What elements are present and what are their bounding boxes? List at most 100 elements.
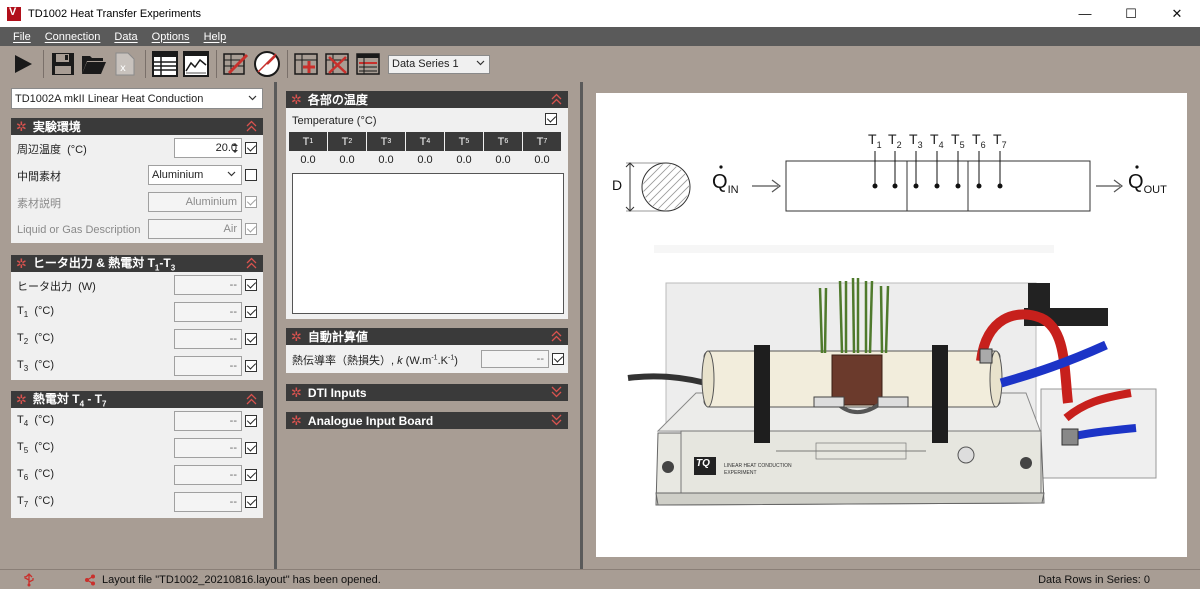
collapse-chevron-icon[interactable] — [551, 330, 562, 342]
t4-value: -- — [174, 411, 242, 431]
folder-open-icon — [82, 56, 106, 74]
intermediate-material-select[interactable]: Aluminium — [148, 165, 242, 185]
gear-icon: ✲ — [16, 256, 27, 271]
toolbar-separator — [287, 50, 288, 78]
temperature-checkbox[interactable] — [545, 113, 557, 125]
menu-help[interactable]: Help — [203, 30, 227, 43]
expand-chevron-icon[interactable] — [551, 414, 562, 426]
temperature-plot-area[interactable] — [292, 173, 564, 314]
thermocouple-panel-title: 熱電対 T4 - T7 — [32, 392, 107, 409]
data-series-select[interactable]: Data Series 1 — [388, 54, 490, 74]
heater-panel-header[interactable]: ✲ ヒータ出力 & 熱電対 T1-T3 — [11, 255, 263, 273]
delete-row-button[interactable] — [323, 49, 353, 79]
chevron-down-icon — [248, 95, 257, 100]
heater-power-checkbox[interactable] — [245, 279, 257, 291]
experiment-select[interactable]: TD1002A mkII Linear Heat Conduction — [11, 88, 263, 109]
ambient-temp-checkbox[interactable] — [245, 142, 257, 154]
heater-power-value: -- — [174, 275, 242, 295]
maximize-button[interactable]: ☐ — [1125, 5, 1137, 21]
schematic-diagram — [625, 151, 1157, 506]
plate-caption-1: LINEAR HEAT CONDUCTION — [724, 463, 792, 469]
dti-inputs-panel: ✲ DTI Inputs — [286, 384, 568, 401]
dti-inputs-panel-title: DTI Inputs — [307, 385, 367, 400]
table-view-button[interactable] — [150, 49, 180, 79]
sample-timer-button[interactable] — [252, 49, 282, 79]
status-message: Layout file "TD1002_20210816.layout" has… — [102, 573, 381, 586]
collapse-chevron-icon[interactable] — [551, 93, 562, 105]
usb-icon — [24, 572, 34, 586]
temperatures-panel-title: 各部の温度 — [307, 93, 368, 107]
toolbar-separator — [145, 50, 146, 78]
environment-panel-header[interactable]: ✲ 実験環境 — [11, 118, 263, 135]
toolbar-separator — [216, 50, 217, 78]
gear-icon: ✲ — [291, 385, 302, 400]
temperatures-panel-header[interactable]: ✲ 各部の温度 — [286, 91, 568, 108]
minimize-button[interactable]: — — [1078, 6, 1092, 21]
thermocouple-panel: ✲ 熱電対 T4 - T7 T4 (°C) -- T5 (°C) -- T6 (… — [11, 391, 263, 518]
series-button[interactable] — [354, 49, 384, 79]
t7-value: -- — [174, 492, 242, 512]
export-excel-button[interactable]: x — [110, 49, 140, 79]
dti-inputs-panel-header[interactable]: ✲ DTI Inputs — [286, 384, 568, 401]
material-description-row: 素材説明 Aluminium — [11, 189, 263, 216]
environment-panel-title: 実験環境 — [32, 120, 81, 134]
window-title: TD1002 Heat Transfer Experiments — [28, 7, 202, 20]
analogue-input-panel-header[interactable]: ✲ Analogue Input Board — [286, 412, 568, 429]
material-description-checkbox — [245, 196, 257, 208]
conductivity-value: -- — [481, 350, 549, 368]
t6-checkbox[interactable] — [245, 469, 257, 481]
spinner-icon[interactable] — [230, 140, 240, 156]
menu-connection[interactable]: Connection — [44, 30, 101, 43]
collapse-chevron-icon[interactable] — [246, 257, 257, 269]
t4-checkbox[interactable] — [245, 415, 257, 427]
graph-view-button[interactable] — [181, 49, 211, 79]
material-description-field: Aluminium — [148, 192, 242, 212]
add-row-button[interactable] — [292, 49, 322, 79]
auto-calc-panel-header[interactable]: ✲ 自動計算値 — [286, 328, 568, 345]
close-button[interactable]: ✕ — [1171, 5, 1183, 21]
t5-checkbox[interactable] — [245, 442, 257, 454]
analogue-input-panel: ✲ Analogue Input Board — [286, 412, 568, 429]
table-icon — [152, 51, 178, 77]
gear-icon: ✲ — [16, 119, 27, 134]
toolbar: x Data Series 1 — [0, 46, 1200, 82]
ambient-temp-input[interactable]: 20.0 — [174, 138, 242, 158]
t3-checkbox[interactable] — [245, 360, 257, 372]
t1-checkbox[interactable] — [245, 306, 257, 318]
t2-value: -- — [174, 329, 242, 349]
menu-data[interactable]: Data — [114, 30, 138, 43]
right-splitter[interactable] — [580, 82, 583, 569]
q-in-label: QIN — [712, 171, 739, 196]
collapse-chevron-icon[interactable] — [246, 393, 257, 405]
collapse-chevron-icon[interactable] — [246, 120, 257, 132]
menu-options[interactable]: Options — [151, 30, 190, 43]
play-button[interactable] — [8, 49, 38, 79]
apparatus-diagram: D QIN QOUT T1 T2 T3 T4 T5 T6 T7 TQ LINEA… — [596, 93, 1187, 557]
t2-checkbox[interactable] — [245, 333, 257, 345]
expand-chevron-icon[interactable] — [551, 386, 562, 398]
t5-row: T5 (°C) -- — [11, 435, 263, 462]
temperature-label: Temperature (°C) — [292, 115, 377, 127]
edit-data-button[interactable] — [221, 49, 251, 79]
diameter-label: D — [612, 177, 623, 193]
intermediate-material-label: 中間素材 — [17, 170, 61, 183]
menu-file[interactable]: File — [13, 30, 31, 43]
experiment-select-value: TD1002A mkII Linear Heat Conduction — [15, 92, 204, 105]
intermediate-material-value: Aluminium — [152, 169, 204, 181]
open-button[interactable] — [79, 49, 109, 79]
conductivity-checkbox[interactable] — [552, 353, 564, 365]
t2-label: T2 (°C) — [17, 332, 54, 347]
intermediate-material-checkbox[interactable] — [245, 169, 257, 181]
save-button[interactable] — [48, 49, 78, 79]
left-splitter[interactable] — [274, 82, 277, 569]
data-series-value: Data Series 1 — [392, 58, 459, 70]
thermocouple-panel-header[interactable]: ✲ 熱電対 T4 - T7 — [11, 391, 263, 409]
t7-checkbox[interactable] — [245, 496, 257, 508]
app-logo-icon — [7, 6, 21, 21]
t4-row: T4 (°C) -- — [11, 408, 263, 435]
